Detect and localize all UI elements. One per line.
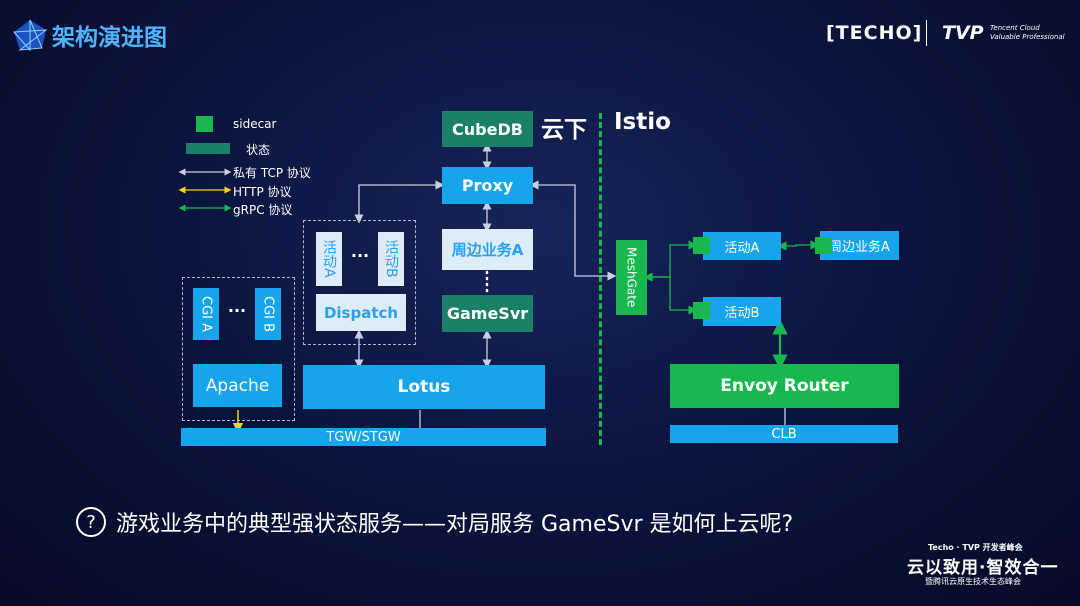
cubedb-node: CubeDB	[442, 111, 533, 147]
activity-ellipsis: ···	[350, 246, 370, 265]
legend-arrows	[178, 168, 232, 212]
activity-a-node: 活动A	[703, 232, 781, 260]
event-line2: 云以致用·智效合一	[907, 558, 1059, 578]
activity-b-sidecar	[693, 302, 710, 319]
section-offcloud-label: 云下	[541, 117, 587, 143]
meshgate-node: MeshGate	[616, 240, 647, 315]
cgi-b-node: CGI B	[255, 288, 281, 340]
question-line: ? 游戏业务中的典型强状态服务——对局服务 GameSvr 是如何上云呢?	[76, 506, 793, 538]
cgi-ellipsis: ···	[227, 301, 247, 320]
legend-sidecar-label: sidecar	[233, 117, 277, 131]
clb-node: CLB	[670, 425, 898, 443]
tvp-logo: TVP	[942, 22, 984, 44]
activity-a-sidecar	[693, 237, 710, 254]
legend-http-label: HTTP 协议	[233, 185, 292, 199]
section-istio-label: Istio	[614, 109, 671, 135]
cgi-group	[182, 277, 295, 421]
legend-tcp-label: 私有 TCP 协议	[233, 166, 311, 180]
page-title: 架构演进图	[52, 25, 167, 51]
tgw-stgw-node: TGW/STGW	[181, 428, 546, 446]
activity-b-vertical-node: 活动B	[378, 232, 404, 286]
cgi-a-node: CGI A	[193, 288, 219, 340]
logo-divider	[926, 20, 927, 46]
tvp-sub2: Valuable Professional	[990, 33, 1065, 41]
event-line3: 暨腾讯云原生技术生态峰会	[925, 577, 1021, 586]
gamesvr-node: GameSvr	[442, 295, 533, 332]
legend-state-label: 状态	[246, 143, 271, 157]
network-globe-icon	[12, 19, 48, 52]
legend-sidecar-swatch	[196, 116, 213, 132]
lotus-node: Lotus	[303, 365, 545, 409]
legend-grpc-label: gRPC 协议	[233, 203, 293, 217]
legend-state-swatch	[186, 143, 230, 154]
peripheral-a-right-node: 周边业务A	[820, 231, 899, 260]
event-line1: Techo · TVP 开发者峰会	[928, 543, 1023, 552]
activity-a-vertical-node: 活动A	[316, 232, 342, 286]
peripheral-a-sidecar	[815, 237, 832, 254]
peripheral-a-node: 周边业务A	[442, 229, 533, 270]
techo-logo: [TECHO]	[826, 22, 923, 44]
activity-b-node: 活动B	[703, 297, 781, 326]
question-text: 游戏业务中的典型强状态服务——对局服务 GameSvr 是如何上云呢?	[116, 512, 794, 537]
envoy-router-node: Envoy Router	[670, 364, 899, 408]
dispatch-node: Dispatch	[316, 294, 406, 331]
tvp-sub1: Tencent Cloud	[990, 24, 1040, 32]
question-icon: ?	[76, 507, 106, 537]
dispatch-group	[303, 220, 416, 345]
apache-node: Apache	[193, 364, 282, 407]
proxy-node: Proxy	[442, 167, 533, 204]
